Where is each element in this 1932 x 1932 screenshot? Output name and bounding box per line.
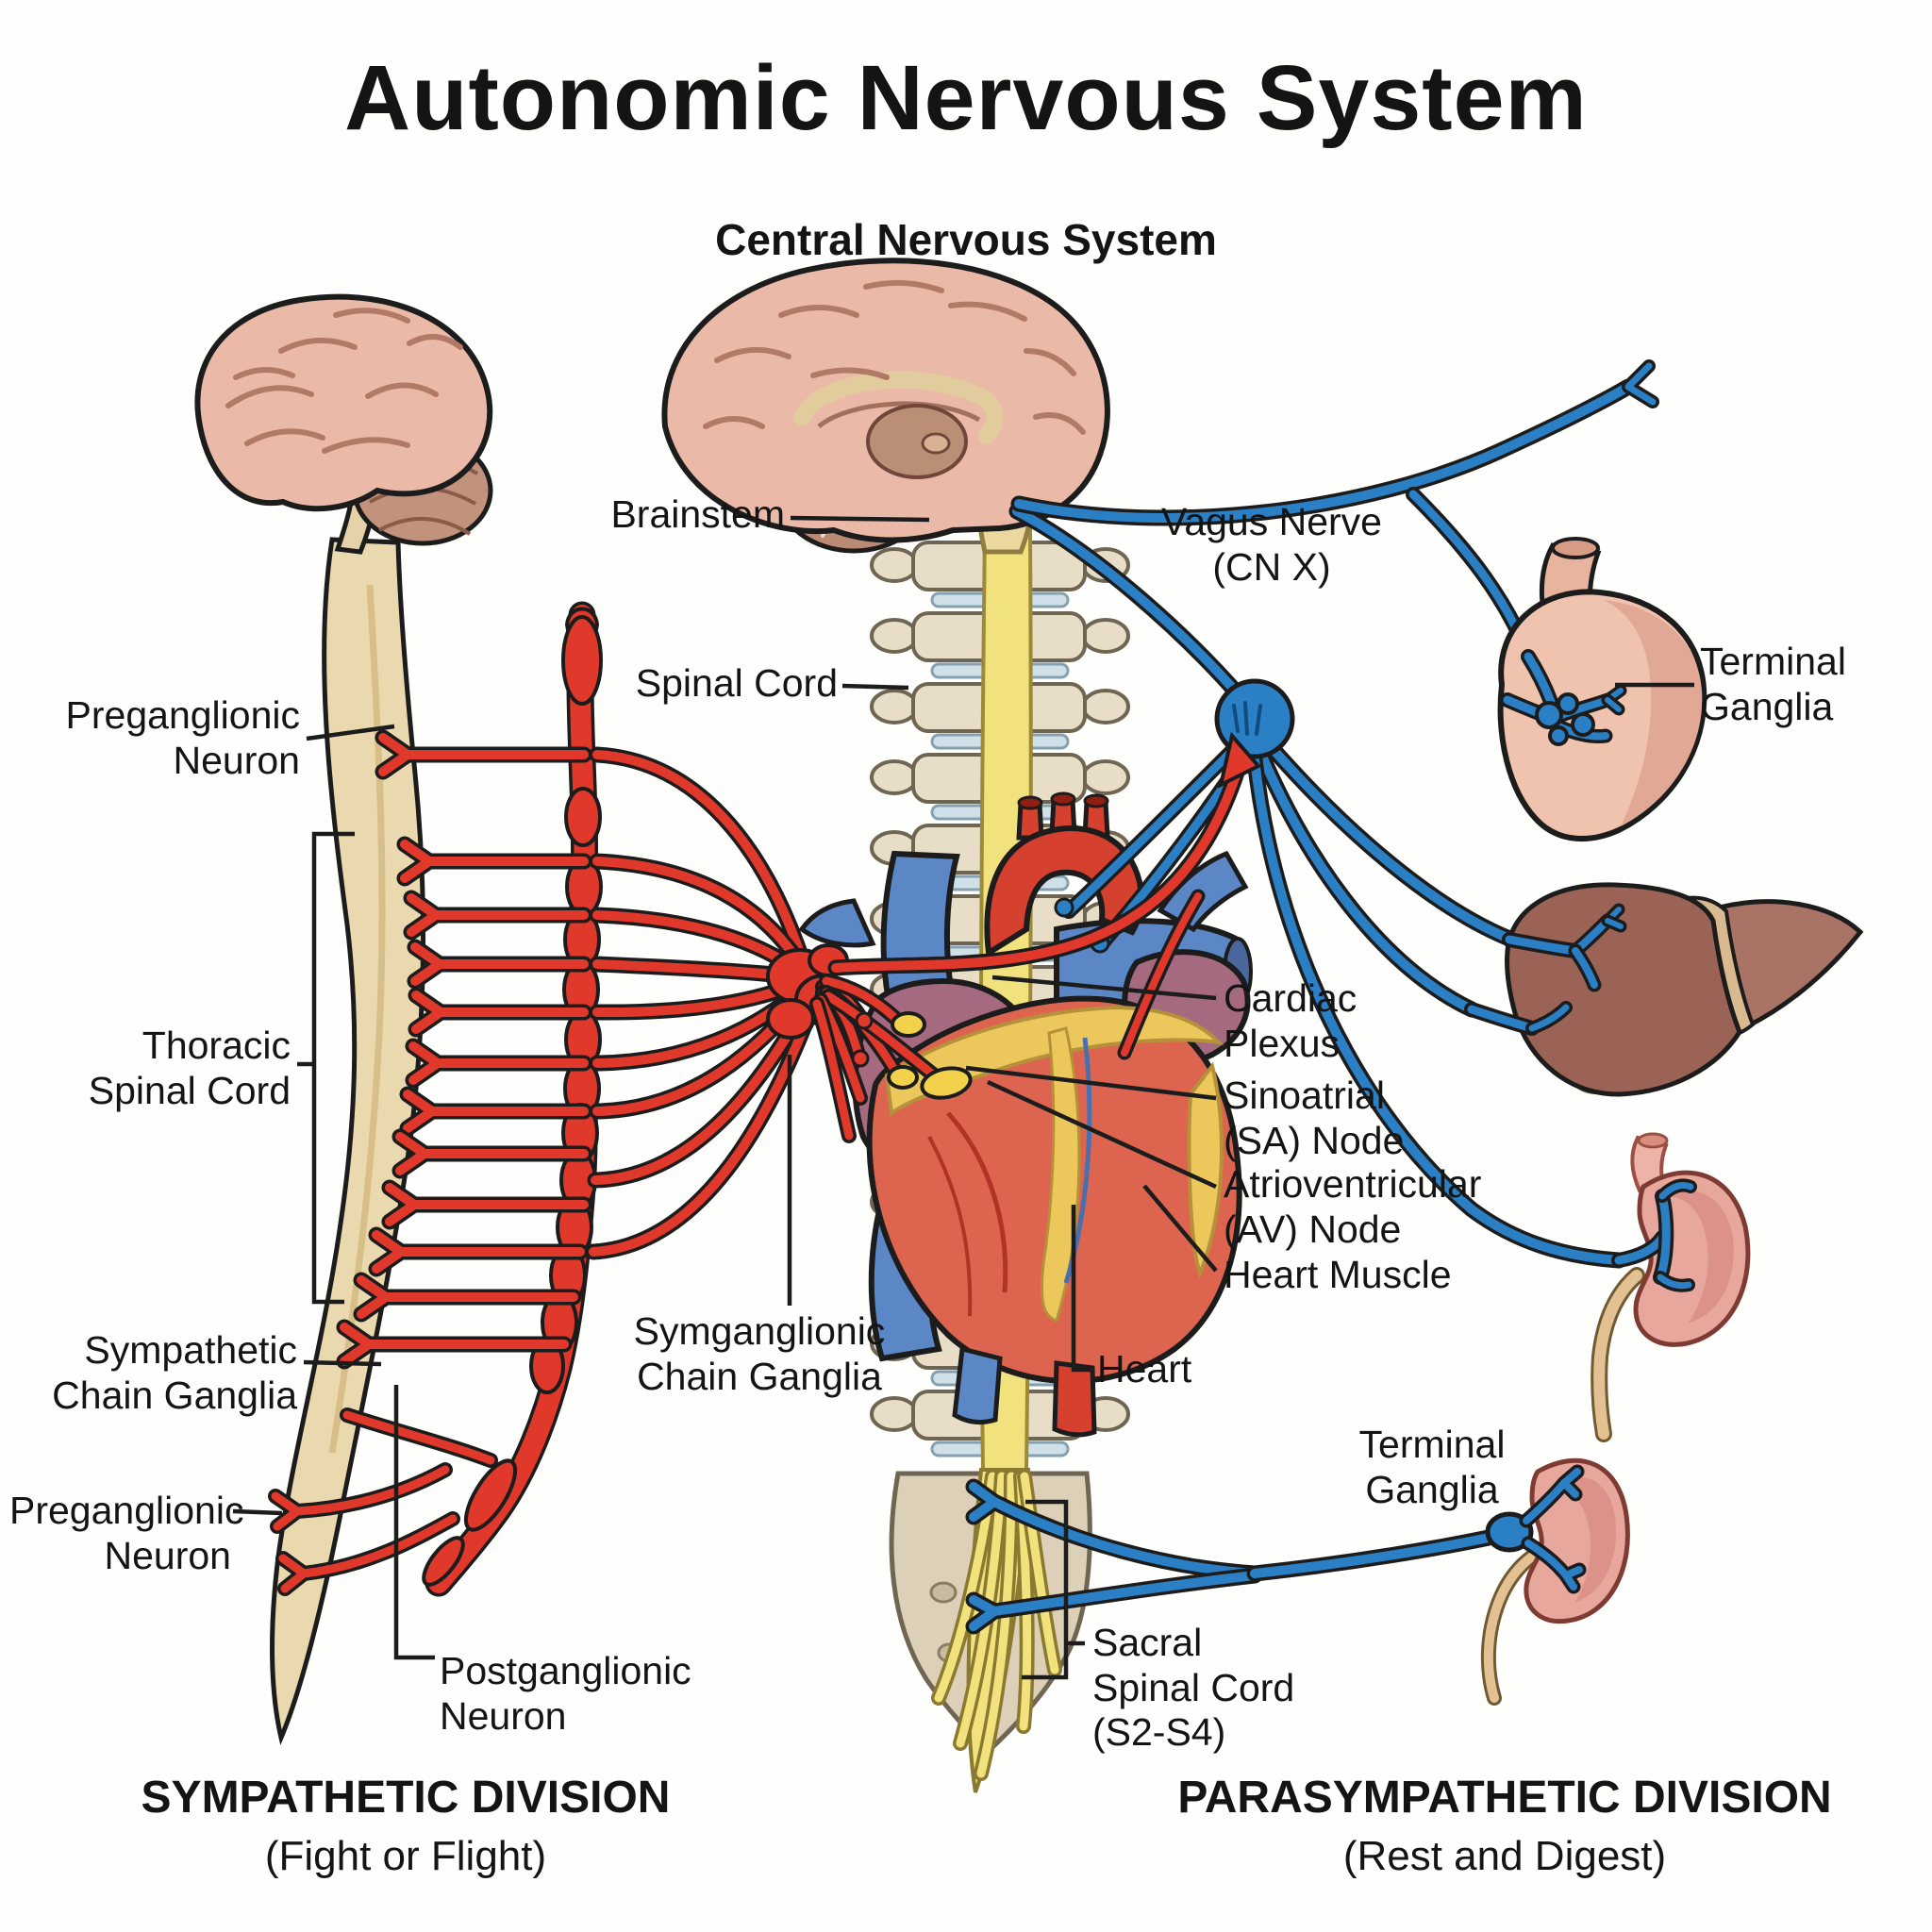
label-vagus-nerve: Vagus Nerve (CN X) <box>1161 500 1382 589</box>
leader-av-node <box>987 1079 1217 1190</box>
sacral-parasympathetic-nerves <box>965 1464 1587 1635</box>
label-preganglionic-upper: Preganglionic Neuron <box>65 693 300 782</box>
sympathetic-fiber-to-cardiac-plexus <box>827 731 1262 1060</box>
label-sympathetic-chain: Sympathetic Chain Ganglia <box>52 1328 297 1417</box>
label-postganglionic: Postganglionic Neuron <box>440 1649 691 1738</box>
liver-organ <box>1505 882 1864 1097</box>
leader-preganglionic-lower <box>232 1508 283 1516</box>
leader-heart <box>1071 1205 1091 1373</box>
label-terminal-ganglia-upper: Terminal Ganglia <box>1700 640 1846 728</box>
leader-lines <box>232 515 1694 1680</box>
leader-spinal-cord <box>841 683 909 691</box>
cardiac-conduction-nodes <box>887 1011 973 1100</box>
diagram-title: Autonomic Nervous System <box>344 46 1588 149</box>
leader-sa-node <box>965 1065 1217 1101</box>
label-brainstem: Brainstem <box>610 492 785 536</box>
label-heart: Heart <box>1097 1347 1192 1391</box>
cns-brain <box>661 258 1110 555</box>
leader-heart-muscle <box>1142 1184 1218 1273</box>
left-brain <box>194 293 493 555</box>
label-sacral-spinal-cord: Sacral Spinal Cord (S2-S4) <box>1092 1621 1295 1755</box>
cns-subtitle: Central Nervous System <box>715 215 1217 264</box>
label-sa-node: Sinoatrial (SA) Node <box>1224 1074 1405 1162</box>
parasympathetic-heart-organ <box>1497 537 1707 842</box>
label-heart-muscle: Heart Muscle <box>1224 1253 1452 1296</box>
leader-cardiac-plexus <box>991 974 1217 1001</box>
label-symganglionic: Symganglionic Chain Ganglia <box>633 1309 886 1398</box>
sympathetic-division-tagline: (Fight or Flight) <box>264 1833 547 1879</box>
parasympathetic-division-title: PARASYMPATHETIC DIVISION <box>1177 1773 1832 1823</box>
label-terminal-ganglia-lower: Terminal Ganglia <box>1358 1423 1506 1511</box>
leader-brainstem <box>790 515 930 523</box>
label-av-node: Atrioventricular (AV) Node <box>1224 1162 1482 1251</box>
label-preganglionic-lower: Preganglionic Neuron <box>9 1489 244 1577</box>
label-cardiac-plexus: Cardiac Plexus <box>1224 976 1357 1065</box>
kidney-organ-lower <box>1480 1457 1630 1706</box>
parasympathetic-division-tagline: (Rest and Digest) <box>1342 1833 1667 1879</box>
sympathetic-rami <box>268 729 592 1596</box>
leader-postganglionic <box>393 1385 435 1660</box>
bracket-sacral <box>1022 1499 1069 1680</box>
leader-sympathetic-chain <box>303 1359 382 1367</box>
bracket-thoracic <box>311 831 355 1305</box>
label-thoracic-spinal-cord: Thoracic Spinal Cord <box>88 1024 291 1112</box>
leader-preganglionic-upper <box>306 724 395 741</box>
sympathetic-division-title: SYMPATHETIC DIVISION <box>141 1773 671 1823</box>
terminal-ganglia-branches <box>1464 649 1697 1292</box>
label-spinal-cord: Spinal Cord <box>635 661 838 705</box>
